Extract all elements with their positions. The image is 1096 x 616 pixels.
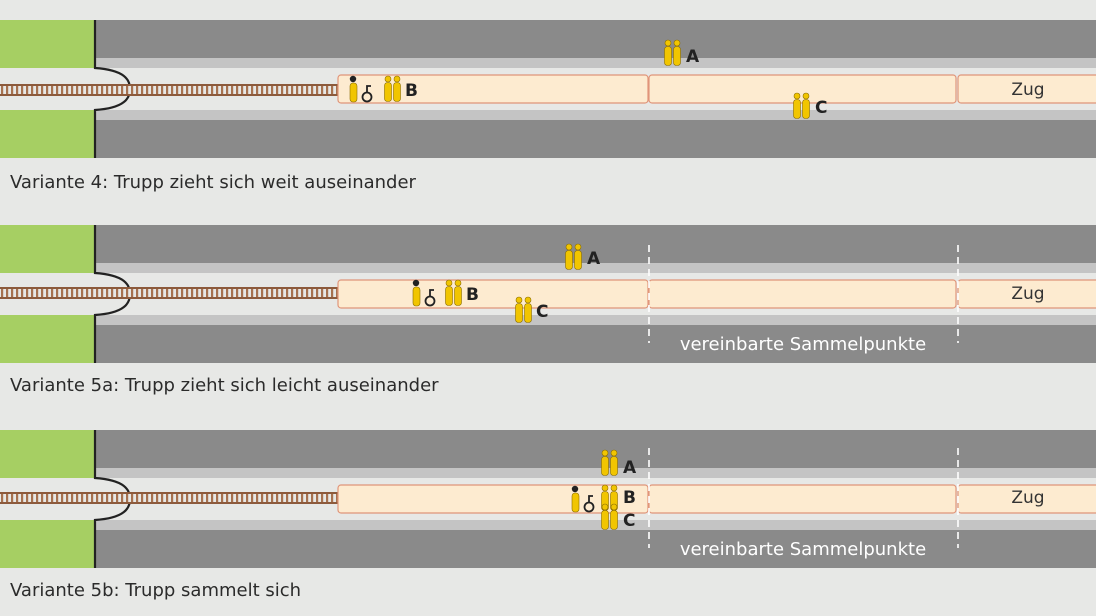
platform-edge-bottom [95,315,1096,325]
panel-caption: Variante 5a: Trupp zieht sich leicht aus… [10,375,439,396]
train-car [648,279,957,309]
group-letter: B [405,81,418,101]
group-letter: B [623,488,636,508]
train-label: Zug [1011,284,1044,304]
train-car [957,74,1096,104]
group-letter: A [587,249,601,269]
platform-top [95,225,1096,263]
panel-variante-4: Zug A B C Variante 4: [0,20,1096,193]
platform-top [95,20,1096,58]
train: Zug [337,74,1096,104]
panel-variante-5b: Zug vereinbarte Sammelpunkte A B [0,430,1096,601]
platform-edge-top [95,263,1096,273]
person-pair-icon: A [601,449,637,478]
meeting-points-label: vereinbarte Sammelpunkte [680,539,926,560]
train-car [337,484,649,514]
panel-caption: Variante 4: Trupp zieht sich weit ausein… [10,172,417,193]
platform-bottom [95,325,1096,363]
group-letter: A [686,47,700,67]
person-pair-icon: C [793,92,827,119]
rail-track-icon [0,492,340,504]
train-car [337,279,649,309]
person-pair-icon: B [445,279,479,306]
whistle-guard-icon [412,279,436,307]
platform-bottom [95,530,1096,568]
platform-edge-bottom [95,520,1096,530]
panel-caption: Variante 5b: Trupp sammelt sich [10,580,301,601]
person-pair-icon: C [515,296,548,323]
train-label: Zug [1011,80,1044,100]
platform-edge-top [95,58,1096,68]
person-pair-icon: A [664,39,700,67]
platform-edge-top [95,468,1096,478]
person-pair-icon: B [384,75,418,102]
train: Zug [337,484,1096,514]
train-label: Zug [1011,488,1044,508]
group-letter: A [623,458,637,478]
group-letter: C [815,98,827,118]
platform-edge-bottom [95,110,1096,120]
panel-variante-5a: Zug vereinbarte Sammelpunkte A B [0,225,1096,396]
group-letter: B [466,285,479,305]
platform-bottom [95,120,1096,158]
person-pair-icon: A [565,243,601,270]
rail-track-icon [0,287,340,299]
person-pair-icon: C [601,503,635,531]
rail-track-icon [0,84,340,96]
whistle-guard-icon [349,75,373,103]
train-car [648,74,957,104]
meeting-points-label: vereinbarte Sammelpunkte [680,334,926,355]
train-car [648,484,957,514]
group-letter: C [536,302,548,322]
train-car [337,74,649,104]
group-letter: C [623,511,635,531]
whistle-guard-icon [571,485,595,513]
platform-top [95,430,1096,468]
